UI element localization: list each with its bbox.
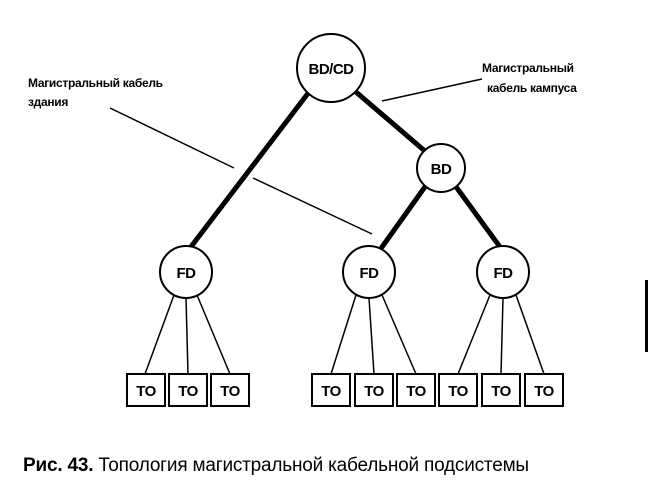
node-fd-middle: FD xyxy=(342,245,396,299)
outlet-label: TO xyxy=(364,383,384,400)
node-label-fd-right: FD xyxy=(494,265,514,282)
link-fd-right-to-3 xyxy=(515,294,545,375)
link-fd-middle-to-2 xyxy=(368,297,375,375)
node-circle xyxy=(159,245,213,299)
outlet-label: TO xyxy=(321,383,341,400)
outlet-group-middle: TO TO TO xyxy=(311,373,436,407)
node-circle xyxy=(296,33,366,103)
figure-caption: Рис. 43. Топология магистральной кабельн… xyxy=(23,455,643,477)
link-bdcd-fd-left xyxy=(187,89,312,251)
leader-campus-cable xyxy=(381,78,483,102)
node-label-fd-left: FD xyxy=(177,265,197,282)
node-fd-left: FD xyxy=(159,245,213,299)
outlet-label: TO xyxy=(534,383,554,400)
leader-building-cable-b xyxy=(252,177,373,235)
outlet-group-right: TO TO TO xyxy=(438,373,564,407)
node-label-bd: BD xyxy=(431,161,452,178)
node-circle xyxy=(476,245,530,299)
outlet-box xyxy=(168,373,208,407)
link-fd-middle-to-3 xyxy=(381,294,417,375)
outlet-label: TO xyxy=(220,383,240,400)
outlet-box xyxy=(210,373,250,407)
node-bdcd: BD/CD xyxy=(296,33,366,103)
annotation-campus-cable-line1: Магистральный xyxy=(482,61,574,75)
node-bd: BD xyxy=(416,143,466,193)
caption-number: Рис. 43. xyxy=(23,455,94,476)
link-fd-right-to-1 xyxy=(457,294,491,375)
outlet-box xyxy=(354,373,394,407)
link-fd-left-to-2 xyxy=(185,297,189,375)
outlet-box xyxy=(396,373,436,407)
node-label-fd-middle: FD xyxy=(360,265,380,282)
annotation-leaders xyxy=(109,78,483,235)
node-circle xyxy=(416,143,466,193)
outlet-box xyxy=(438,373,478,407)
outlet-label: TO xyxy=(491,383,511,400)
caption-text: Топология магистральной кабельной подсис… xyxy=(98,455,529,476)
annotation-campus-cable-line2: кабель кампуса xyxy=(487,81,577,95)
link-bdcd-bd xyxy=(353,89,429,155)
outlet-label: TO xyxy=(178,383,198,400)
link-fd-right-to-2 xyxy=(500,297,504,375)
link-bd-fd-middle xyxy=(379,181,430,250)
annotation-campus-cable: Магистральный кабель кампуса xyxy=(482,61,577,95)
leader-building-cable-a xyxy=(109,107,235,169)
link-fd-middle-to-1 xyxy=(330,294,357,375)
link-fd-left-to-1 xyxy=(144,294,175,375)
scan-edge-mark xyxy=(645,280,648,352)
node-circle xyxy=(342,245,396,299)
outlet-box xyxy=(126,373,166,407)
outlet-box xyxy=(311,373,351,407)
backbone-links xyxy=(187,89,503,251)
outlet-group-left: TO TO TO xyxy=(126,373,250,407)
outlet-box xyxy=(524,373,564,407)
node-label-bdcd: BD/CD xyxy=(309,61,355,78)
link-fd-left-to-3 xyxy=(196,294,231,375)
annotation-building-cable: Магистральный кабель здания xyxy=(28,76,163,109)
outlet-label: TO xyxy=(136,383,156,400)
link-bd-fd-right xyxy=(451,181,503,250)
outlet-label: TO xyxy=(448,383,468,400)
outlet-box xyxy=(481,373,521,407)
outlet-links xyxy=(144,294,545,375)
node-fd-right: FD xyxy=(476,245,530,299)
outlet-label: TO xyxy=(406,383,426,400)
annotation-building-cable-line2: здания xyxy=(28,95,68,109)
annotation-building-cable-line1: Магистральный кабель xyxy=(28,76,163,90)
